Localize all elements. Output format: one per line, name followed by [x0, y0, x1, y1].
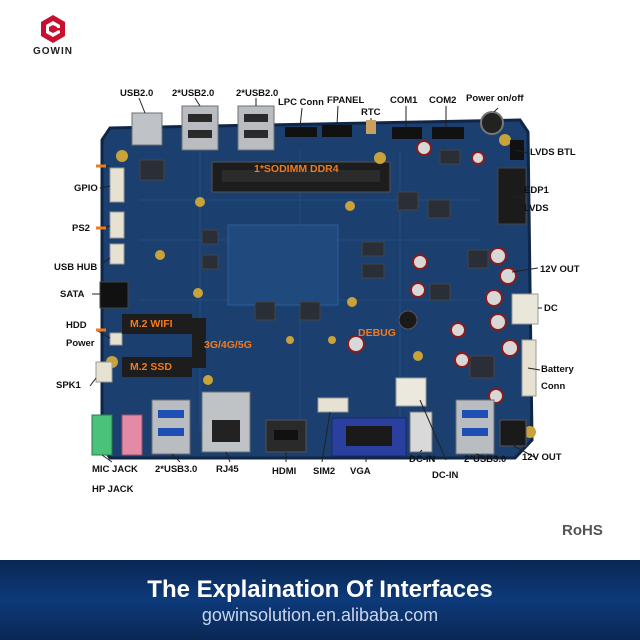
label-rtc: RTC: [361, 107, 381, 118]
brand-logo: GOWIN: [30, 14, 76, 57]
label-hp-jack: HP JACK: [92, 484, 134, 495]
label-sata: SATA: [60, 289, 85, 300]
m2-ssd-label: M.2 SSD: [130, 361, 173, 373]
label-vga: VGA: [350, 466, 371, 477]
label-usb3-right: 2*USB3.0: [464, 454, 507, 465]
usb3-left: [151, 399, 191, 455]
label-12v-out-bottom: 12V OUT: [522, 452, 562, 463]
m2-wifi-slot: [122, 314, 192, 334]
rohs-mark: RoHS: [562, 522, 603, 539]
label-usb2-dual-1: 2*USB2.0: [172, 88, 215, 99]
footer-banner: [0, 560, 640, 640]
usb2-port: [131, 112, 163, 146]
label-dc: DC: [544, 303, 558, 314]
label-com2: COM2: [429, 95, 457, 106]
m2-wifi-label: M.2 WIFI: [130, 318, 173, 330]
label-gpio: GPIO: [74, 183, 98, 194]
brand-name: GOWIN: [33, 46, 73, 57]
debug-label: DEBUG: [358, 327, 396, 339]
label-sim2: SIM2: [313, 466, 336, 477]
label-dc-in-2: DC-IN: [432, 470, 459, 481]
label-12v-out-right: 12V OUT: [540, 264, 580, 275]
label-battery: Battery: [541, 364, 574, 375]
label-spk1: SPK1: [56, 380, 81, 391]
label-battery-conn: Conn: [541, 381, 566, 392]
label-lvds-btl: LVDS BTL: [530, 147, 576, 158]
hp-jack: [121, 414, 143, 456]
label-usb3-left: 2*USB3.0: [155, 464, 198, 475]
label-usb2: USB2.0: [120, 88, 154, 99]
label-com1: COM1: [390, 95, 418, 106]
motherboard-illustration: [89, 97, 542, 463]
label-hdd-power: Power: [66, 338, 95, 349]
footer-url: gowinsolution.en.alibaba.com: [201, 605, 439, 625]
label-usb2-dual-2: 2*USB2.0: [236, 88, 279, 99]
label-rj45: RJ45: [216, 464, 239, 475]
label-usb-hub: USB HUB: [54, 262, 98, 273]
usb2-dual-port-2: [237, 105, 275, 151]
label-mic-jack: MIC JACK: [92, 464, 138, 475]
cellular-label: 3G/4G/5G: [204, 339, 252, 351]
m2-ssd-slot: [122, 357, 192, 377]
sodimm-label: 1*SODIMM DDR4: [254, 163, 339, 175]
mic-jack: [91, 414, 113, 456]
gowin-logo-icon: [41, 15, 65, 43]
label-fpanel: FPANEL: [327, 95, 365, 106]
footer-title: The Explaination Of Interfaces: [147, 576, 493, 603]
label-power: Power on/off: [466, 93, 524, 104]
label-ps2: PS2: [72, 223, 90, 234]
usb2-dual-port-1: [181, 105, 219, 151]
label-hdd: HDD: [66, 320, 87, 331]
dc-connector: [511, 293, 539, 325]
label-dc-in-1: DC-IN: [409, 454, 436, 465]
label-lpc: LPC Conn: [278, 97, 324, 108]
label-lvds: LVDS: [524, 203, 549, 214]
label-hdmi: HDMI: [272, 466, 297, 477]
usb3-right: [455, 399, 495, 455]
label-edp1: EDP1: [524, 185, 549, 196]
